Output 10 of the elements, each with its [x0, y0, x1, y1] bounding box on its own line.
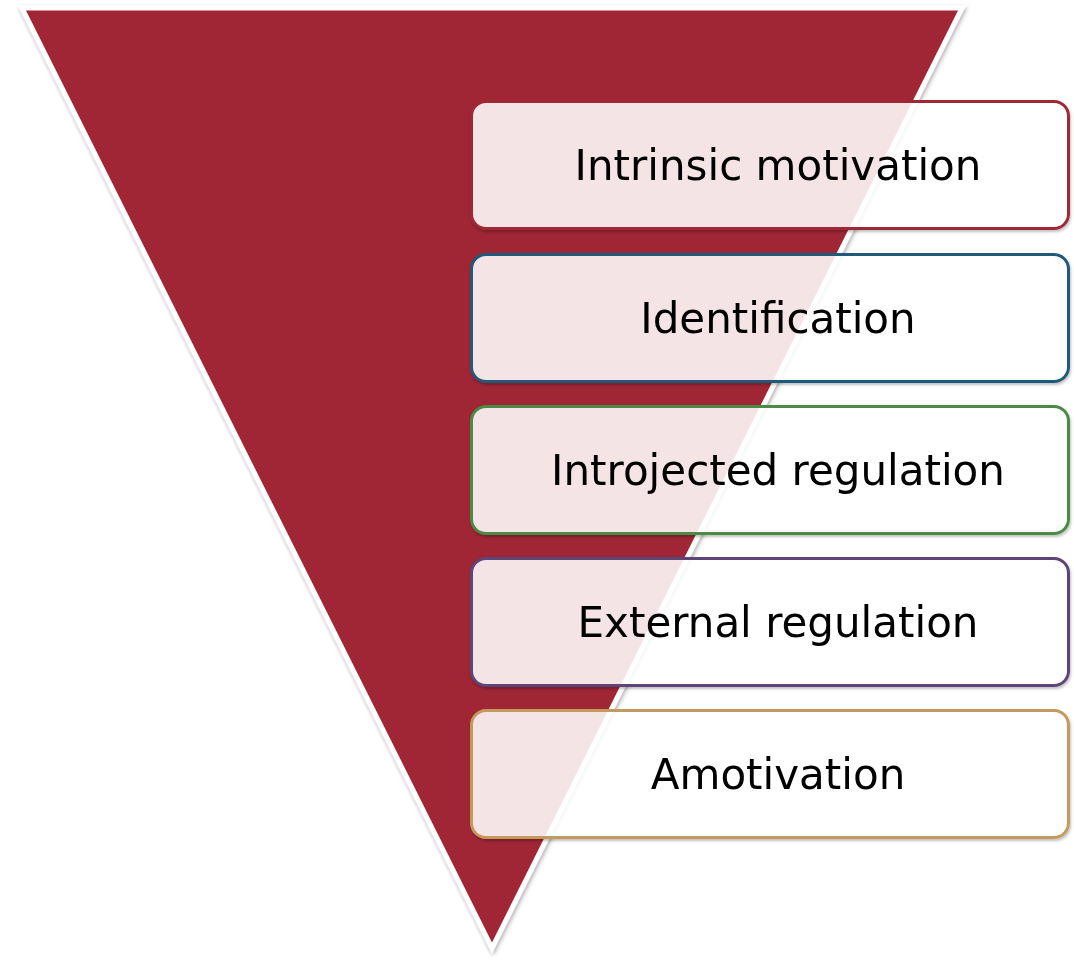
level-label: Introjected regulation — [550, 445, 1005, 495]
level-label: Identification — [639, 293, 916, 343]
level-label: Amotivation — [649, 749, 906, 799]
level-box — [470, 253, 1070, 383]
level-label: External regulation — [576, 597, 979, 647]
level-box — [470, 100, 1070, 230]
level-box — [470, 405, 1070, 535]
level-box — [470, 709, 1070, 839]
level-box — [470, 557, 1070, 687]
level-label: Intrinsic motivation — [573, 140, 982, 190]
